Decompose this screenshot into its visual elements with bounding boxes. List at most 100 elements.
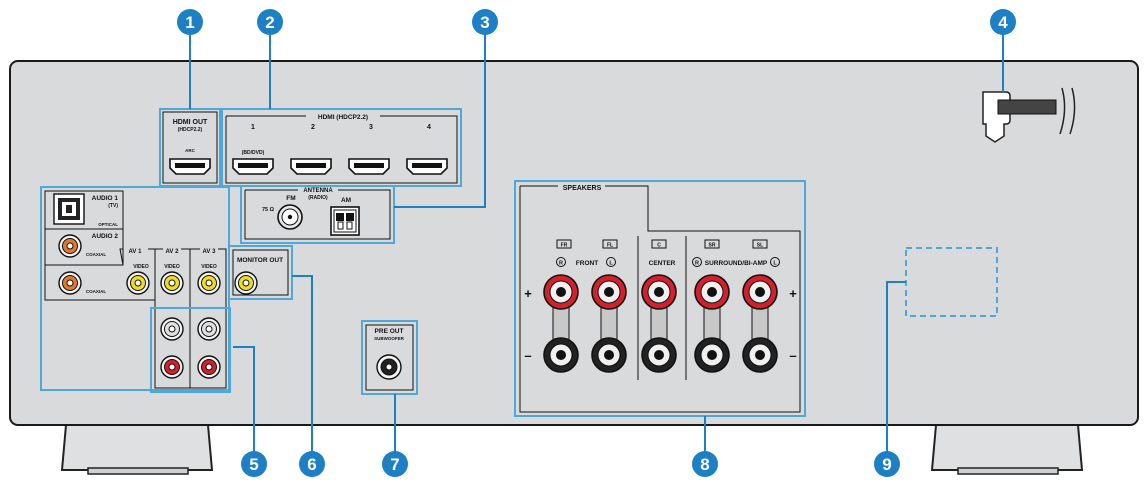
front-r-terminals[interactable] xyxy=(543,274,579,373)
hdmi-out-label: HDMI OUT xyxy=(173,119,208,126)
speakers-label: SPEAKERS xyxy=(563,185,602,192)
av3-audio-l-jack[interactable] xyxy=(197,317,221,341)
callout-9: 9 xyxy=(874,451,900,477)
av1-coaxial-jack[interactable] xyxy=(58,271,82,295)
subwoofer-label: SUBWOOFER xyxy=(374,336,404,341)
av1-label: AV 1 xyxy=(129,249,143,255)
surround-l-mark: L xyxy=(773,261,777,267)
svg-text:7: 7 xyxy=(390,455,399,474)
hdmi-out-hdcp-label: (HDCP2.2) xyxy=(178,127,203,133)
tv-label: (TV) xyxy=(108,203,118,209)
hdmi-in-port-1[interactable] xyxy=(232,158,274,175)
optical-label: OPTICAL xyxy=(98,222,118,227)
radio-label: (RADIO) xyxy=(308,195,328,201)
pre-out-section: PRE OUT SUBWOOFER xyxy=(361,320,418,395)
hdmi-in-num-1: 1 xyxy=(251,124,255,131)
av2-audio-l-jack[interactable] xyxy=(160,317,184,341)
front-label: FRONT xyxy=(576,260,598,267)
callout-leader-lines xyxy=(189,33,1004,453)
monitor-out-section: MONITOR OUT xyxy=(228,245,293,300)
audio1-label: AUDIO 1 xyxy=(92,195,119,202)
hdmi-in-port-4[interactable] xyxy=(406,158,448,175)
plus-left: + xyxy=(524,286,532,301)
av3-video-jack[interactable] xyxy=(197,271,221,295)
sl-tag: SL xyxy=(757,243,763,249)
hdmi-in-num-2: 2 xyxy=(311,124,315,131)
av2-video-label: VIDEO xyxy=(164,264,180,270)
av3-video-label: VIDEO xyxy=(201,264,217,270)
plus-right: + xyxy=(789,286,797,301)
subwoofer-out-jack[interactable] xyxy=(376,354,402,380)
coaxial-label-2: COAXIAL xyxy=(86,289,107,294)
hdmi-in-port-3[interactable] xyxy=(348,158,390,175)
av2-audio-r-jack[interactable] xyxy=(160,355,184,379)
left-foot xyxy=(60,424,214,475)
hdmi-in-num-4: 4 xyxy=(427,124,431,131)
svg-text:1: 1 xyxy=(185,13,194,32)
front-l-mark: L xyxy=(609,261,613,267)
fm-antenna-jack[interactable] xyxy=(277,204,303,230)
arc-label: ARC xyxy=(185,148,195,153)
av3-audio-r-jack[interactable] xyxy=(197,355,221,379)
av3-label: AV 3 xyxy=(203,249,217,255)
callout-5: 5 xyxy=(241,451,267,477)
monitor-out-label: MONITOR OUT xyxy=(237,257,283,264)
coaxial-input-jack-audio2[interactable] xyxy=(58,234,82,258)
callout-7: 7 xyxy=(382,451,408,477)
hdmi-out-section: HDMI OUT (HDCP2.2) ARC xyxy=(159,108,221,187)
surround-l-terminals[interactable] xyxy=(742,274,778,373)
surround-label: SURROUND/BI-AMP xyxy=(705,260,768,267)
svg-text:9: 9 xyxy=(882,455,891,474)
coaxial-label-1: COAXIAL xyxy=(86,252,107,257)
power-cable xyxy=(982,87,1076,143)
svg-text:5: 5 xyxy=(249,455,258,474)
center-label: CENTER xyxy=(649,260,676,267)
optical-input-jack[interactable] xyxy=(53,193,85,225)
audio2-label: AUDIO 2 xyxy=(92,233,119,240)
svg-text:2: 2 xyxy=(265,13,274,32)
fr-tag: FR xyxy=(561,243,568,249)
antenna-section: ANTENNA (RADIO) FM AM 75 Ω xyxy=(240,185,395,244)
right-foot xyxy=(930,424,1084,475)
fl-tag: FL xyxy=(607,243,613,249)
speakers-section: SPEAKERS FR FL C SR SL R FRONT L CENTER … xyxy=(514,180,806,417)
svg-text:3: 3 xyxy=(480,13,489,32)
callout-4: 4 xyxy=(990,9,1016,35)
am-label: AM xyxy=(341,197,351,204)
ohm-label: 75 Ω xyxy=(262,207,275,213)
callout-3: 3 xyxy=(472,9,498,35)
callout-1: 1 xyxy=(177,9,203,35)
front-l-terminals[interactable] xyxy=(591,274,627,373)
av1-video-jack[interactable] xyxy=(126,271,150,295)
surround-r-terminals[interactable] xyxy=(694,274,730,373)
am-antenna-terminal[interactable] xyxy=(330,206,360,236)
c-tag: C xyxy=(657,243,661,249)
callout-badges: 1 2 3 4 5 6 7 8 9 xyxy=(177,9,1016,477)
hdmi-in-num-3: 3 xyxy=(369,124,373,131)
callout-8: 8 xyxy=(692,451,718,477)
surround-r-mark: R xyxy=(695,261,699,267)
front-r-mark: R xyxy=(559,261,563,267)
hdmi-in-label: HDMI (HDCP2.2) xyxy=(318,114,368,121)
audio-video-inputs: AUDIO 1 (TV) OPTICAL AUDIO 2 COAXIAL AV … xyxy=(40,186,231,393)
minus-left: – xyxy=(524,348,531,363)
chassis-panel xyxy=(9,60,1139,426)
av2-video-jack[interactable] xyxy=(160,271,184,295)
hdmi-in-port-2[interactable] xyxy=(290,158,332,175)
minus-right: – xyxy=(789,348,796,363)
svg-text:6: 6 xyxy=(307,455,316,474)
av2-label: AV 2 xyxy=(166,249,180,255)
av1-video-label: VIDEO xyxy=(133,264,149,270)
hdmi-in-section: HDMI (HDCP2.2) 1 2 3 4 (BD/DVD) xyxy=(221,108,462,187)
antenna-label: ANTENNA xyxy=(303,188,333,194)
fm-label: FM xyxy=(286,195,295,202)
pre-out-label: PRE OUT xyxy=(375,328,404,335)
monitor-out-video-jack[interactable] xyxy=(234,271,258,295)
svg-text:4: 4 xyxy=(998,13,1008,32)
bd-dvd-label: (BD/DVD) xyxy=(242,150,265,156)
callout-6: 6 xyxy=(299,451,325,477)
center-terminals[interactable] xyxy=(641,274,677,373)
sr-tag: SR xyxy=(709,243,716,249)
callout-2: 2 xyxy=(257,9,283,35)
